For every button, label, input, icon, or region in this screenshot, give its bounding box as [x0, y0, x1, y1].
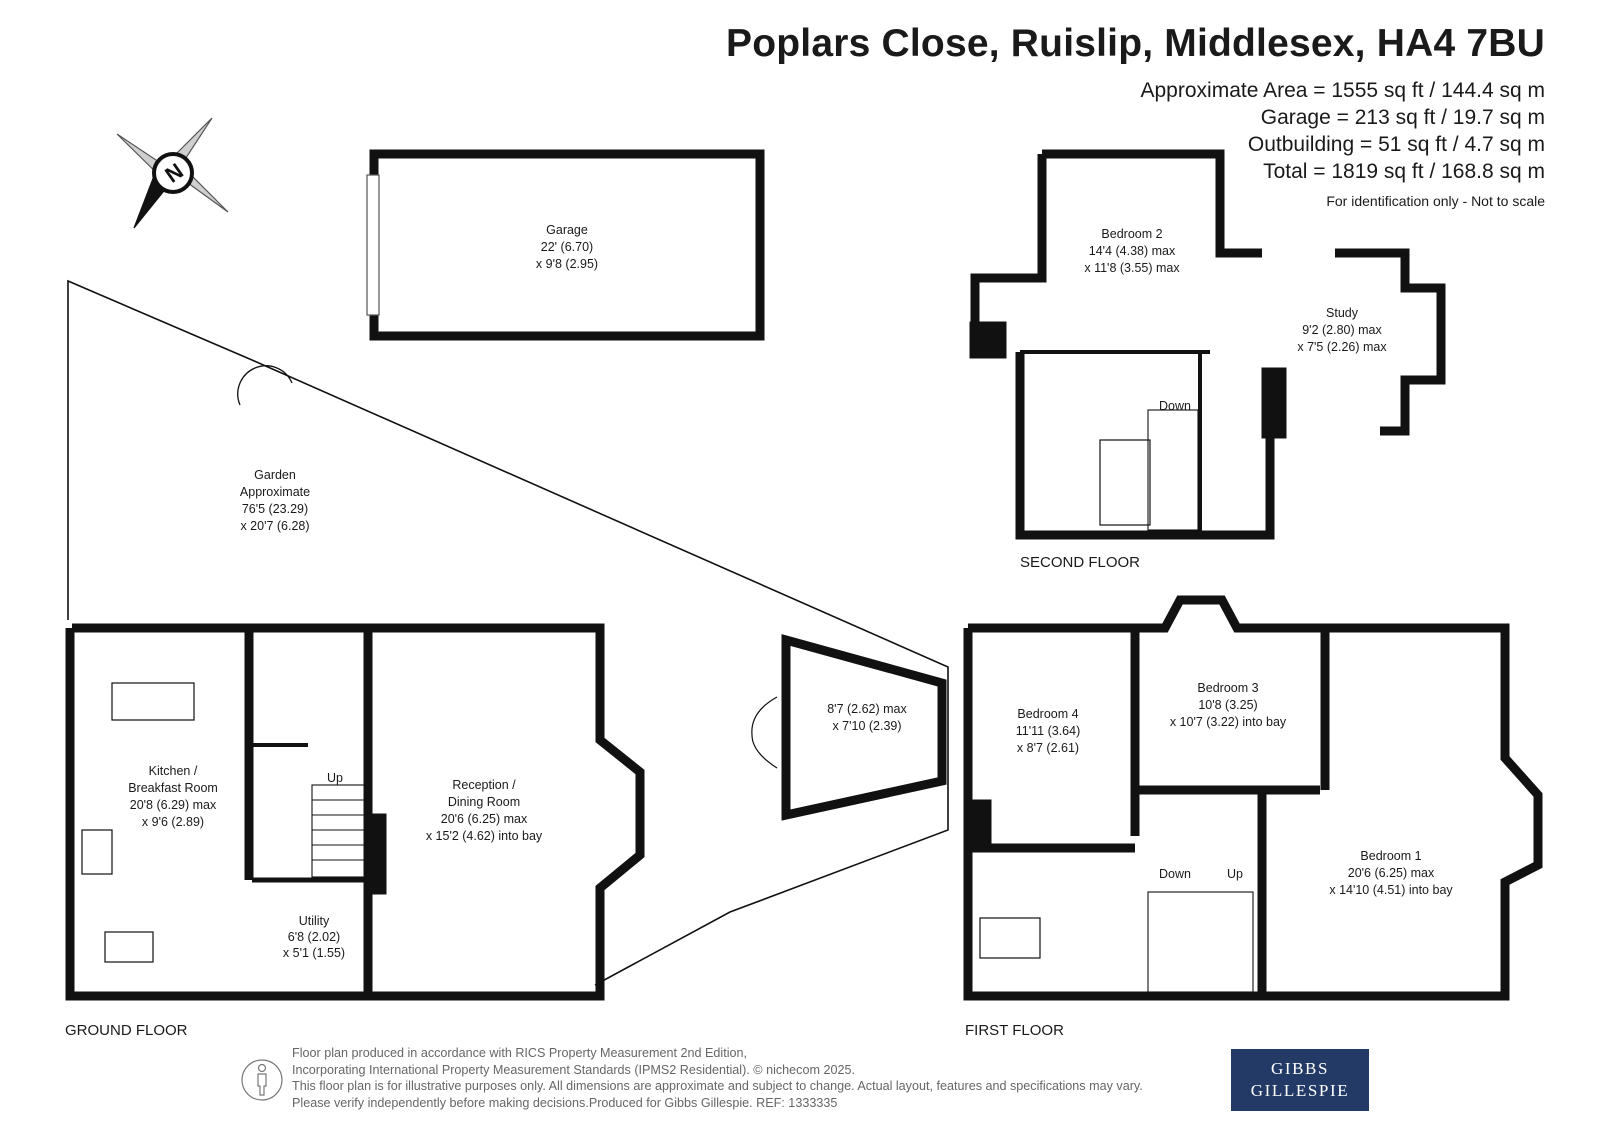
kitchen-dims-2: 20'8 (6.29) max [130, 798, 217, 812]
logo-line-2: GILLESPIE [1250, 1081, 1350, 1100]
disclaimer: Floor plan produced in accordance with R… [292, 1045, 1143, 1111]
bedroom4-label: Bedroom 4 [1017, 707, 1078, 721]
study-dims-1: 9'2 (2.80) max [1302, 323, 1382, 337]
bedroom4-dims-2: x 8'7 (2.61) [1017, 741, 1079, 755]
property-title: Poplars Close, Ruislip, Middlesex, HA4 7… [726, 22, 1545, 65]
garden-label: Garden [254, 468, 296, 482]
second-floor-label: SECOND FLOOR [1020, 554, 1140, 571]
first-stairs-down: Down [1159, 867, 1191, 881]
utility-label: Utility [299, 914, 330, 928]
outbuilding-outline [781, 634, 947, 821]
second-stairs-down: Down [1159, 399, 1191, 413]
ground-stairs-up: Up [327, 771, 343, 785]
outbuilding-dims-1: 8'7 (2.62) max [827, 702, 907, 716]
first-floor-label: FIRST FLOOR [965, 1022, 1064, 1039]
gibbs-gillespie-logo: GIBBS GILLESPIE [1231, 1049, 1369, 1111]
ground-floor-walls [65, 623, 645, 1001]
garage-dims-2: x 9'8 (2.95) [536, 257, 598, 271]
bedroom3-dims-1: 10'8 (3.25) [1198, 698, 1257, 712]
garage-area: Garage = 213 sq ft / 19.7 sq m [1260, 106, 1545, 129]
disclaimer-line-1: Floor plan produced in accordance with R… [292, 1046, 748, 1060]
disclaimer-line-4: Please verify independently before makin… [292, 1095, 838, 1110]
bedroom2-label: Bedroom 2 [1101, 227, 1162, 241]
outbuilding-area: Outbuilding = 51 sq ft / 4.7 sq m [1247, 133, 1545, 156]
garage-label: Garage [546, 223, 588, 237]
garden-dims-1: Approximate [240, 485, 310, 499]
garden-dims-2: 76'5 (23.29) [242, 502, 308, 516]
reception-dims-2: 20'6 (6.25) max [441, 812, 528, 826]
identification-note: For identification only - Not to scale [1326, 193, 1545, 209]
compass-icon: N [116, 117, 229, 229]
disclaimer-line-2: Incorporating International Property Mea… [292, 1062, 855, 1077]
bedroom3-dims-2: x 10'7 (3.22) into bay [1170, 715, 1287, 729]
disclaimer-line-3: This floor plan is for illustrative purp… [292, 1079, 1143, 1093]
garden-dims-3: x 20'7 (6.28) [240, 519, 309, 533]
outbuilding-dims-2: x 7'10 (2.39) [832, 719, 901, 733]
first-floor-walls [963, 595, 1543, 1001]
reception-label: Reception / [452, 778, 516, 792]
total-area: Total = 1819 sq ft / 168.8 sq m [1263, 160, 1545, 183]
bedroom1-label: Bedroom 1 [1360, 849, 1421, 863]
kitchen-dims-1: Breakfast Room [128, 781, 218, 795]
bedroom3-label: Bedroom 3 [1197, 681, 1258, 695]
reception-dims-3: x 15'2 (4.62) into bay [426, 829, 543, 843]
second-floor-walls [970, 149, 1446, 540]
bedroom4-dims-1: 11'11 (3.64) [1016, 724, 1080, 738]
disclaimer-person-icon [241, 1059, 283, 1101]
logo-line-1: GIBBS [1270, 1059, 1330, 1078]
utility-dims-2: x 5'1 (1.55) [283, 946, 345, 960]
first-stairs-up: Up [1227, 867, 1243, 881]
bedroom1-dims-2: x 14'10 (4.51) into bay [1329, 883, 1453, 897]
bedroom1-dims-1: 20'6 (6.25) max [1348, 866, 1435, 880]
garden-boundary [67, 279, 949, 986]
bedroom2-dims-1: 14'4 (4.38) max [1089, 244, 1176, 258]
study-dims-2: x 7'5 (2.26) max [1297, 340, 1387, 354]
garage-dims-1: 22' (6.70) [541, 240, 593, 254]
study-label: Study [1326, 306, 1359, 320]
reception-dims-1: Dining Room [448, 795, 520, 809]
bedroom2-dims-2: x 11'8 (3.55) max [1084, 261, 1180, 275]
utility-dims-1: 6'8 (2.02) [288, 930, 340, 944]
approximate-area: Approximate Area = 1555 sq ft / 144.4 sq… [1140, 79, 1546, 102]
kitchen-dims-3: x 9'6 (2.89) [142, 815, 204, 829]
kitchen-label: Kitchen / [149, 764, 198, 778]
ground-floor-label: GROUND FLOOR [65, 1022, 188, 1039]
